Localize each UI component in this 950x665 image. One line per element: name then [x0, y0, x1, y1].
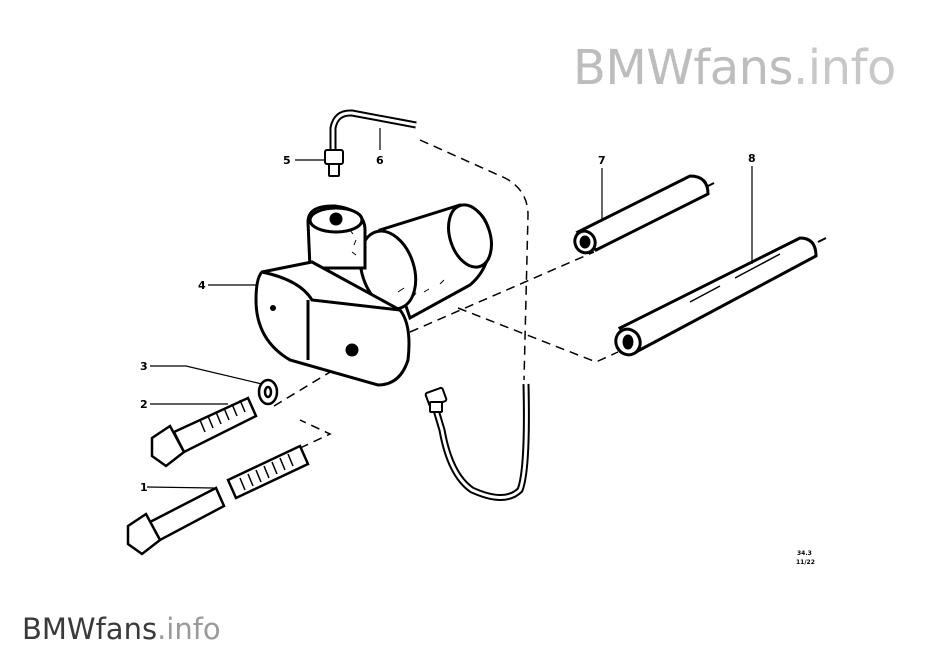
pipe-fitting: [424, 386, 448, 413]
diagram-code-line1: 34.3: [797, 550, 812, 557]
rod-part-8: [614, 236, 827, 357]
watermark-top-suffix: .info: [793, 40, 896, 96]
leader-lines: [146, 128, 753, 489]
rod-part-7: [573, 174, 715, 255]
brake-pipe-top: [329, 109, 417, 152]
watermark-top-brand: BMWfans: [573, 40, 794, 96]
bolt-part-2: [150, 396, 258, 468]
bolt-part-1: [126, 444, 310, 556]
callout-6: 6: [376, 154, 384, 167]
washer-part-3: [257, 378, 279, 406]
callout-7: 7: [598, 154, 606, 167]
callout-4: 4: [198, 279, 206, 292]
callout-8: 8: [748, 152, 756, 165]
cylinder-housing-part-4: [254, 203, 493, 387]
watermark-bottom-brand: BMWfans: [22, 612, 158, 646]
callout-5: 5: [283, 154, 291, 167]
union-nut-part-5: [324, 149, 344, 177]
brake-pipe-bottom: [432, 383, 530, 501]
watermark-bottom-suffix: .info: [157, 612, 221, 646]
callout-1: 1: [140, 481, 148, 494]
watermark-bottom: BMWfans.info: [22, 612, 221, 646]
housing-texture: [349, 229, 445, 299]
watermark-top: BMWfans.info: [573, 40, 896, 96]
diagram-code-line2: 11/22: [796, 559, 815, 566]
callout-2: 2: [140, 398, 148, 411]
callout-3: 3: [140, 360, 148, 373]
